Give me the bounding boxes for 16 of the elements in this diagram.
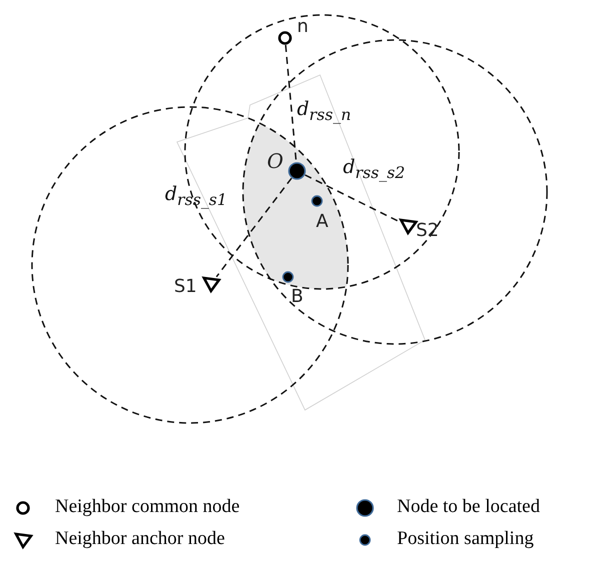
legend-text: Neighbor common node [55,497,240,516]
edge-label: d$_{rss_n}$ [297,100,352,123]
point-label: S2 [416,222,439,240]
point-label: O [267,151,284,171]
point-label: B [291,288,304,306]
legend-text: Neighbor anchor node [55,529,225,548]
edge-label: d$_{rss_s1}$ [165,185,228,208]
legend-text: Position sampling [397,529,534,548]
point-label: A [316,213,328,231]
distance-line [216,178,292,278]
point-label: S1 [174,278,197,296]
edge-label: d$_{rss_s2}$ [343,158,406,181]
legend-text: Node to be located [397,497,540,516]
distance-line [284,44,297,162]
distance-line [304,174,400,223]
point-label: n [297,18,308,36]
